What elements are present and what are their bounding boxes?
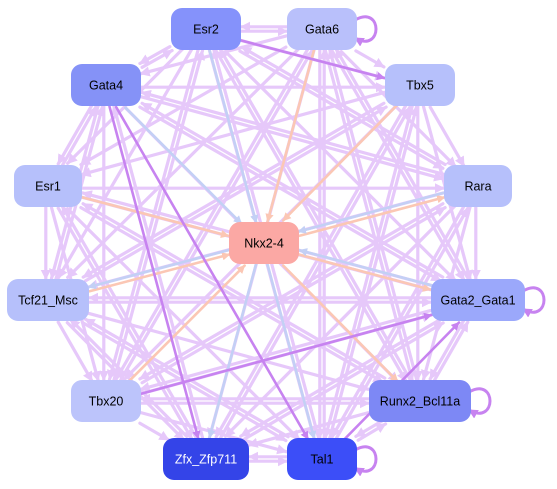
- self-loop-layer: [354, 15, 546, 477]
- edge-Tal1-to-Tcf21_Msc: [83, 317, 290, 439]
- edge-Gata6-to-Tbx20: [114, 47, 310, 381]
- self-loop-Runx2_Bcl11a: [468, 387, 492, 419]
- node-box: [7, 279, 89, 321]
- node-label: Gata2_Gata1: [440, 294, 515, 308]
- edge-Rara-to-Nkx2-4: [297, 191, 445, 234]
- edge-Gata4-to-Esr1: [56, 103, 94, 166]
- edge-Tal1-to-Runx2_Bcl11a: [356, 422, 388, 442]
- node-nkx2-4: Nkx2-4: [229, 222, 299, 264]
- edge-Tcf21_Msc-to-Tbx20: [56, 320, 94, 383]
- edge-Nkx2-4-to-Runx2_Bcl11a: [281, 264, 400, 383]
- edge-Tbx20-to-Gata6: [118, 49, 314, 383]
- edge-Zfx_Zfp711-to-Esr1: [60, 204, 198, 439]
- node-label: Zfx_Zfp711: [175, 453, 237, 467]
- node-label: Tcf21_Msc: [18, 294, 78, 308]
- edge-Runx2_Bcl11a-to-Esr2: [218, 47, 412, 381]
- node-box: [14, 165, 82, 207]
- node-tal1: Tal1: [287, 438, 357, 480]
- edge-Tbx20-to-Nkx2-4: [127, 264, 246, 383]
- edge-Gata4-to-Gata2_Gata1: [138, 105, 443, 283]
- edge-Gata2_Gata1-to-Nkx2-4: [298, 248, 433, 287]
- node-box: [287, 8, 357, 50]
- node-esr1: Esr1: [14, 165, 82, 207]
- edge-Runx2_Bcl11a-to-Gata2_Gata1: [432, 320, 470, 383]
- node-esr2: Esr2: [171, 8, 241, 50]
- edge-Esr2-to-Nkx2-4: [208, 49, 259, 224]
- node-tcf21-msc: Tcf21_Msc: [7, 279, 89, 321]
- edge-Nkx2-4-to-Rara: [298, 195, 446, 238]
- edge-Esr1-to-Runx2_Bcl11a: [79, 206, 385, 384]
- edge-Gata2_Gata1-to-Gata4: [140, 101, 445, 279]
- edge-Tcf21_Msc-to-Tbx5: [83, 105, 388, 283]
- edge-Esr2-to-Tbx5: [239, 38, 386, 81]
- edge-Gata6-to-Tcf21_Msc: [66, 46, 301, 279]
- edge-Tbx5-to-Nkx2-4: [281, 103, 400, 222]
- node-runx2-bcl11a: Runx2_Bcl11a: [369, 380, 471, 422]
- edge-Zfx_Zfp711-to-Tcf21_Msc: [68, 317, 189, 438]
- node-label: Gata6: [305, 23, 339, 37]
- edge-Gata4-to-Rara: [138, 94, 445, 182]
- node-label: Tbx20: [89, 395, 124, 409]
- edge-Tbx20-to-Esr2: [112, 48, 206, 383]
- edge-Tbx5-to-Rara: [428, 105, 466, 168]
- edge-Runx2_Bcl11a-to-Esr1: [81, 202, 387, 380]
- edge-Nkx2-4-to-Tal1: [266, 263, 317, 440]
- node-box: [229, 222, 299, 264]
- edge-Esr1-to-Nkx2-4: [80, 195, 230, 239]
- edge-Zfx_Zfp711-to-Tbx5: [218, 105, 412, 441]
- node-box: [444, 165, 512, 207]
- node-box: [71, 64, 141, 106]
- edge-Tcf21_Msc-to-Runx2_Bcl11a: [86, 311, 370, 392]
- node-label: Runx2_Bcl11a: [380, 395, 460, 409]
- edge-Gata4-to-Nkx2-4: [124, 106, 243, 225]
- edge-Tbx20-to-Rara: [140, 206, 447, 385]
- node-box: [171, 8, 241, 50]
- edge-Gata4-to-Tal1: [114, 105, 310, 441]
- edge-Gata4-to-Esr2: [140, 48, 174, 69]
- node-tbx5: Tbx5: [385, 64, 455, 106]
- node-label: Tal1: [311, 453, 334, 467]
- node-gata6: Gata6: [287, 8, 357, 50]
- self-loop-Tal1: [354, 445, 378, 477]
- edge-Rara-to-Tbx20: [138, 202, 445, 381]
- node-label: Esr1: [35, 180, 61, 194]
- node-gata2-gata1: Gata2_Gata1: [431, 279, 525, 321]
- node-label: Rara: [464, 180, 491, 194]
- edge-Tal1-to-Tbx5: [328, 104, 420, 441]
- node-rara: Rara: [444, 165, 512, 207]
- edge-Gata6-to-Nkx2-4: [265, 48, 316, 223]
- edge-Esr2-to-Gata4: [138, 45, 172, 66]
- node-box: [431, 279, 525, 321]
- edge-Nkx2-4-to-Tcf21_Msc: [87, 248, 230, 290]
- node-box: [287, 438, 357, 480]
- node-zfx-zfp711: Zfx_Zfp711: [163, 438, 249, 480]
- edge-Gata2_Gata1-to-Zfx_Zfp711: [239, 317, 443, 438]
- node-label: Esr2: [193, 23, 219, 37]
- edge-Tbx20-to-Gata2_Gata1: [140, 312, 433, 395]
- node-label: Tbx5: [406, 79, 434, 93]
- self-loop-Gata2_Gata1: [522, 286, 546, 318]
- edge-Rara-to-Gata4: [140, 89, 447, 177]
- node-box: [71, 380, 141, 422]
- node-gata4: Gata4: [71, 64, 141, 106]
- node-box: [369, 380, 471, 422]
- node-label: Nkx2-4: [244, 237, 284, 251]
- node-box: [163, 438, 249, 480]
- edge-Gata6-to-Esr1: [79, 45, 288, 167]
- edge-Runx2_Bcl11a-to-Tal1: [354, 418, 385, 438]
- edge-Tbx5-to-Tcf21_Msc: [81, 101, 386, 279]
- edge-Tbx20-to-Zfx_Zfp711: [138, 421, 171, 442]
- edge-Gata2_Gata1-to-Tbx20: [138, 309, 432, 392]
- edge-Nkx2-4-to-Gata2_Gata1: [297, 253, 432, 292]
- node-tbx20: Tbx20: [71, 380, 141, 422]
- node-box: [385, 64, 455, 106]
- edge-Nkx2-4-to-Zfx_Zfp711: [207, 262, 258, 439]
- edge-Gata6-to-Tbx5: [354, 49, 386, 69]
- self-loop-Gata6: [354, 15, 378, 47]
- node-label: Gata4: [89, 79, 123, 93]
